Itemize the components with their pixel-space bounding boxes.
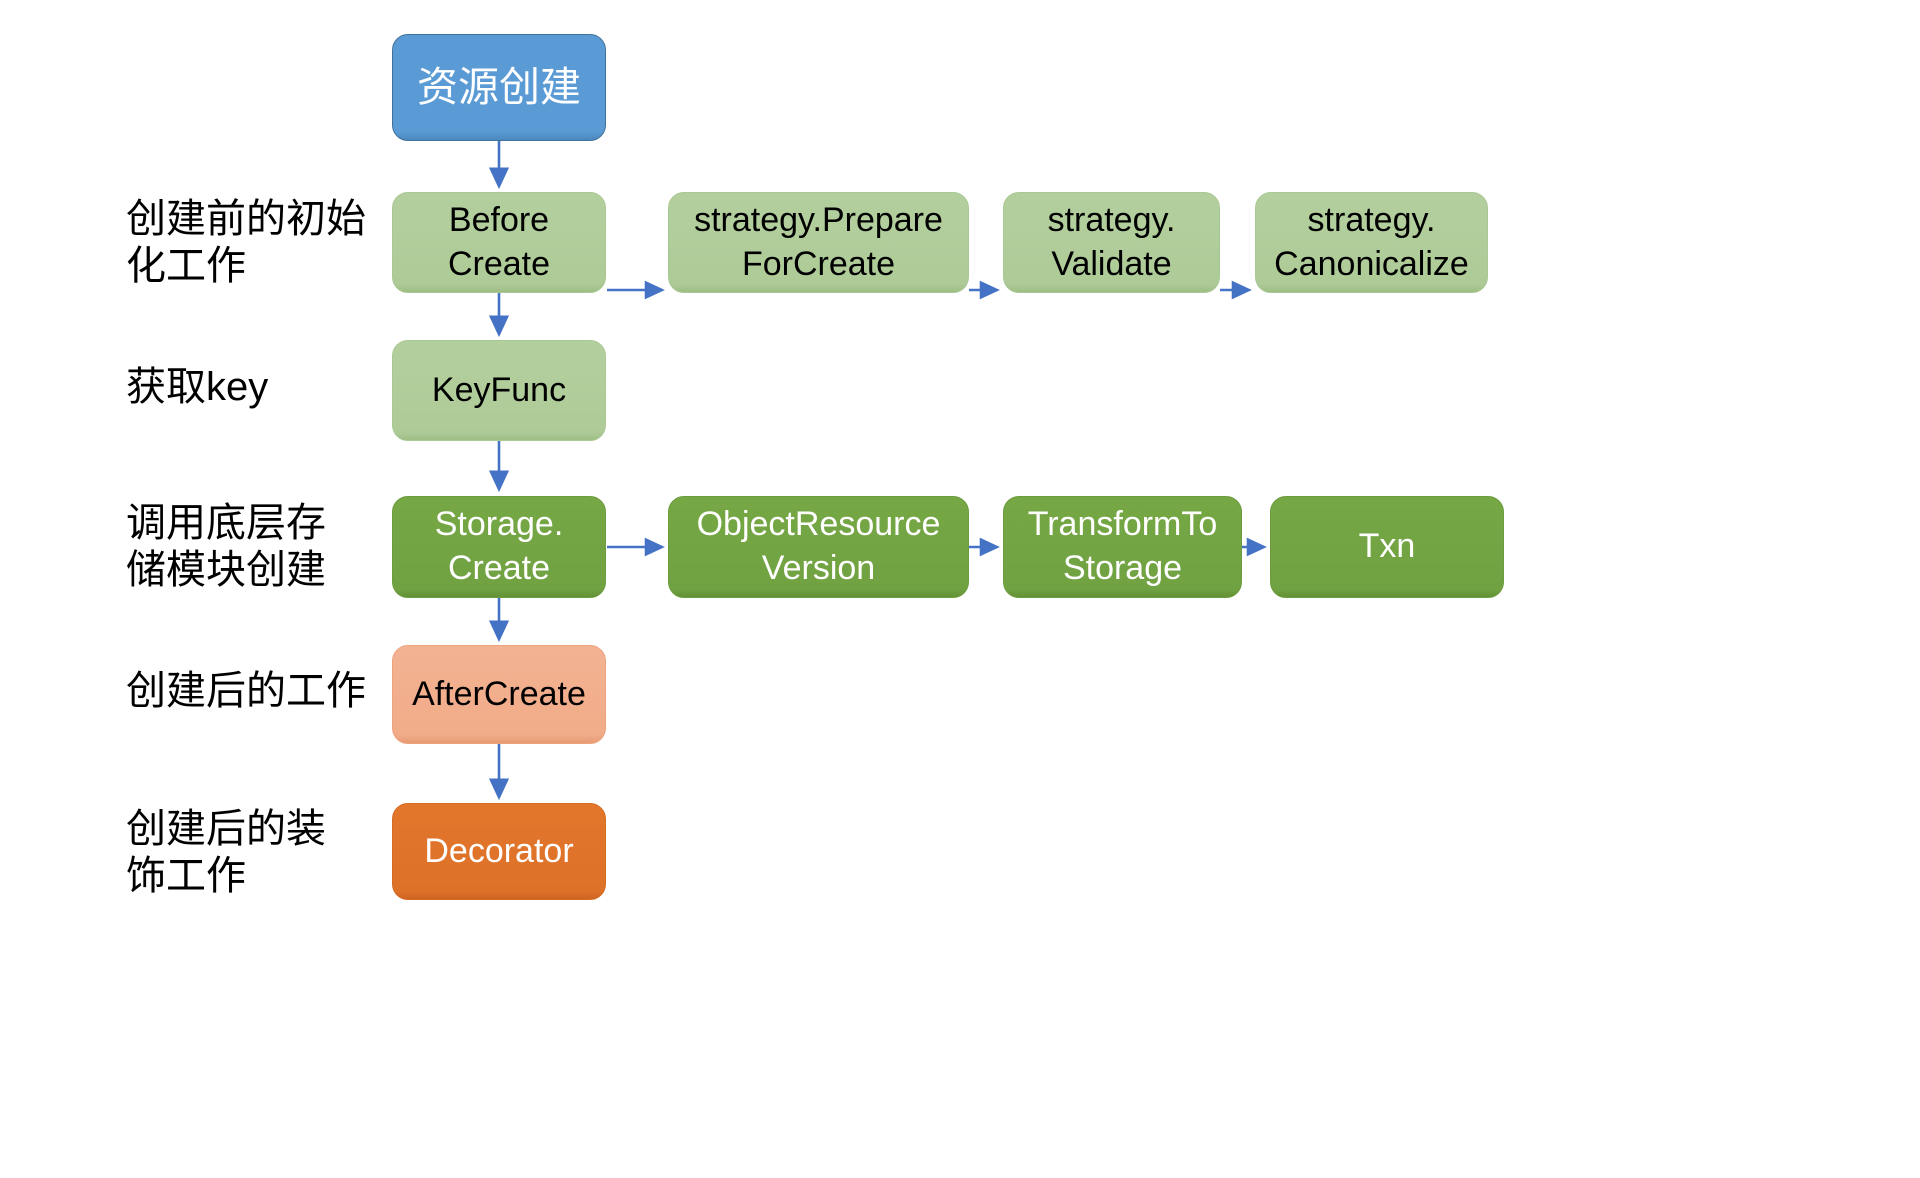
node-decorator[interactable]: Decorator bbox=[392, 803, 606, 900]
stage-label-before-create: 创建前的初始 化工作 bbox=[126, 197, 366, 289]
node-storage-create[interactable]: Storage. Create bbox=[392, 496, 606, 598]
node-strategy-validate[interactable]: strategy. Validate bbox=[1003, 192, 1220, 293]
node-txn[interactable]: Txn bbox=[1270, 496, 1504, 598]
node-before-create[interactable]: Before Create bbox=[392, 192, 606, 293]
node-transform-to-storage[interactable]: TransformTo Storage bbox=[1003, 496, 1242, 598]
node-resource-create-title[interactable]: 资源创建 bbox=[392, 34, 606, 141]
node-keyfunc[interactable]: KeyFunc bbox=[392, 340, 606, 441]
stage-label-storage: 调用底层存 储模块创建 bbox=[126, 501, 326, 593]
node-strategy-canonicalize[interactable]: strategy. Canonicalize bbox=[1255, 192, 1488, 293]
stage-label-keyfunc: 获取key bbox=[126, 365, 269, 409]
stage-label-after-create: 创建后的工作 bbox=[126, 669, 366, 713]
node-after-create[interactable]: AfterCreate bbox=[392, 645, 606, 744]
node-strategy-prepare-for-create[interactable]: strategy.Prepare ForCreate bbox=[668, 192, 969, 293]
node-object-resource-version[interactable]: ObjectResource Version bbox=[668, 496, 969, 598]
stage-label-decorator: 创建后的装 饰工作 bbox=[126, 807, 326, 899]
